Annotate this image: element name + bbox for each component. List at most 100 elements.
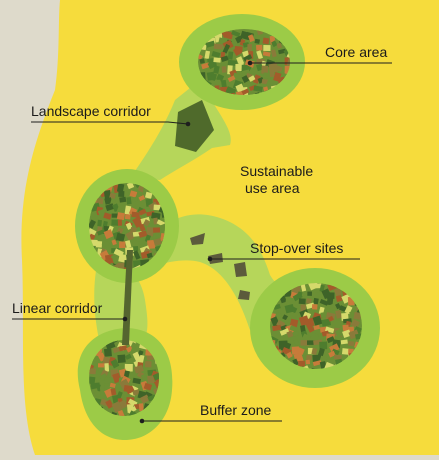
core-area-patch bbox=[261, 65, 269, 74]
core-area-patch bbox=[333, 287, 343, 297]
core-area-patch bbox=[118, 345, 128, 352]
core-area-patch bbox=[313, 297, 319, 305]
core-area-patch bbox=[159, 222, 165, 233]
core-area-patch bbox=[126, 196, 132, 205]
core-area-patch bbox=[147, 375, 155, 384]
core-area-patch bbox=[211, 51, 221, 58]
core-area-patch bbox=[335, 328, 346, 338]
core-area-patch bbox=[319, 361, 327, 369]
core-area-patch bbox=[263, 44, 271, 51]
core-area-patch bbox=[124, 363, 133, 372]
core-area-patch bbox=[227, 59, 238, 66]
core-area-patch bbox=[321, 318, 332, 327]
core-area-patch bbox=[124, 213, 131, 220]
core-area-patch bbox=[284, 319, 290, 327]
core-area-patch bbox=[139, 240, 147, 248]
core-area-patch bbox=[335, 294, 343, 303]
core-area-patch bbox=[145, 191, 153, 199]
core-area-patch bbox=[353, 311, 362, 320]
core-area-patch bbox=[289, 306, 298, 314]
core-area-patch bbox=[117, 219, 123, 226]
stop-over-site bbox=[190, 233, 205, 245]
core-area-patch bbox=[96, 197, 104, 205]
core-area-patch bbox=[271, 40, 278, 48]
core-area-patch bbox=[152, 227, 161, 233]
core-area-patch bbox=[311, 347, 318, 356]
core-area-patch bbox=[207, 61, 215, 70]
core-area-patch bbox=[213, 43, 224, 50]
core-area-patch bbox=[216, 73, 225, 82]
core-area-patch bbox=[355, 332, 362, 340]
core-area-patch bbox=[199, 58, 205, 64]
core-area-patch bbox=[132, 377, 141, 385]
core-area-patch bbox=[233, 46, 242, 57]
core-area-patch bbox=[307, 340, 315, 345]
core-area-patch bbox=[263, 72, 272, 79]
core-area-patch bbox=[111, 219, 119, 226]
label-stop-over-sites: Stop-over sites bbox=[250, 240, 343, 256]
core-area-patch bbox=[235, 83, 245, 93]
core-area-patch bbox=[269, 71, 275, 78]
stop-over-site bbox=[238, 290, 250, 300]
core-area-patch bbox=[152, 371, 159, 381]
core-area-patch bbox=[300, 283, 307, 292]
core-area-patch bbox=[103, 212, 112, 220]
core-area-patch bbox=[222, 43, 231, 54]
core-area-patch bbox=[319, 298, 329, 306]
core-area-patch bbox=[138, 403, 144, 412]
core-area-patch bbox=[153, 204, 161, 211]
core-area-patch bbox=[313, 324, 321, 331]
core-area-patch bbox=[97, 363, 105, 368]
core-area-patch bbox=[309, 332, 319, 343]
core-area-patch bbox=[306, 298, 312, 305]
landscape-corridor-dark-section bbox=[175, 100, 214, 152]
core-area-patch bbox=[307, 291, 312, 296]
core-area-patch bbox=[312, 360, 322, 367]
label-core-area: Core area bbox=[325, 44, 387, 60]
core-area-patch bbox=[326, 292, 335, 299]
core-area-patch bbox=[116, 206, 124, 213]
leader-lines bbox=[12, 62, 392, 422]
core-area-patch bbox=[103, 190, 112, 199]
core-area-patch bbox=[221, 66, 227, 73]
core-area-patch bbox=[298, 298, 306, 305]
core-area-patch bbox=[119, 196, 127, 203]
core-area-patch bbox=[104, 197, 113, 205]
core-area-patch bbox=[292, 292, 303, 302]
core-area-patch bbox=[276, 42, 282, 49]
core-area-patch bbox=[125, 240, 132, 249]
core-area-patch bbox=[210, 73, 217, 81]
label-landscape-corridor: Landscape corridor bbox=[31, 103, 151, 119]
core-area-patch bbox=[300, 340, 309, 346]
core-area-patch bbox=[295, 346, 305, 355]
core-area-patch bbox=[261, 78, 268, 85]
core-area-patch bbox=[248, 75, 256, 82]
core-area-patch bbox=[132, 389, 140, 396]
core-area-patch bbox=[265, 81, 272, 87]
core-area-patch bbox=[143, 382, 153, 391]
core-area-patch bbox=[124, 353, 132, 360]
core-area-patch bbox=[241, 75, 250, 83]
core-area-patch bbox=[109, 411, 118, 416]
core-area-patch bbox=[204, 50, 211, 59]
core-area-patch bbox=[116, 183, 125, 193]
core-area-patch bbox=[227, 51, 234, 60]
leader-dots bbox=[122, 60, 253, 424]
core-area-patch bbox=[326, 297, 334, 306]
core-area-patch bbox=[272, 324, 282, 332]
core-area-patch bbox=[152, 233, 159, 240]
core-area-patch bbox=[292, 331, 299, 337]
core-area-patch bbox=[138, 208, 147, 216]
core-area-patch bbox=[133, 246, 139, 252]
core-area-patch bbox=[327, 315, 334, 322]
core-area-patch bbox=[333, 354, 343, 360]
core-area-patch bbox=[279, 328, 290, 336]
core-area-patch bbox=[126, 183, 135, 190]
core-area-patch bbox=[133, 364, 144, 374]
core-area-patch bbox=[101, 239, 110, 248]
core-area-patch bbox=[286, 330, 294, 338]
core-area-patch bbox=[125, 231, 135, 241]
core-area-patch bbox=[147, 239, 156, 249]
core-area-patch bbox=[220, 55, 229, 62]
core-area-patch bbox=[256, 50, 263, 60]
